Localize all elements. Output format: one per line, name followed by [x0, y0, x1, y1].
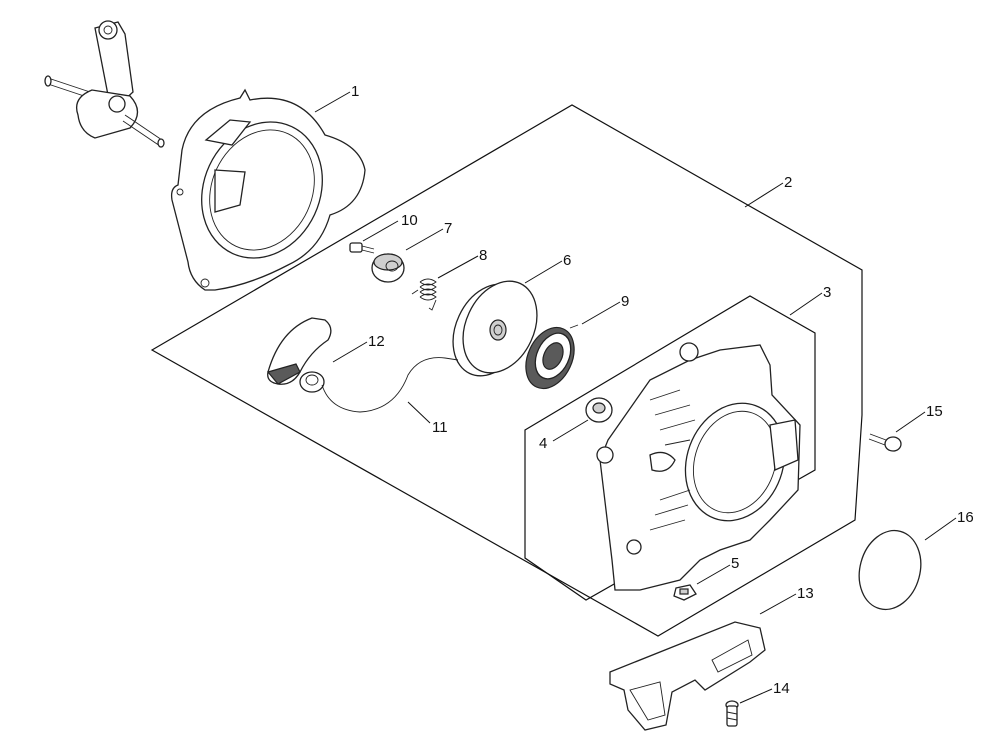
callout-16: 16	[957, 509, 974, 526]
callout-1: 1	[351, 83, 359, 100]
assembly-3-outline	[524, 295, 816, 601]
starter-cover-3-part	[596, 342, 801, 591]
pulley-6-part	[452, 280, 538, 377]
bushing-4-part	[585, 397, 613, 423]
spring-8-part	[411, 278, 437, 311]
leader-lines	[314, 91, 957, 704]
callout-15: 15	[926, 403, 943, 420]
callout-11: 11	[432, 419, 448, 436]
callout-12: 12	[368, 333, 385, 350]
callout-9: 9	[621, 293, 629, 310]
ratchet-7-part	[371, 253, 405, 283]
callout-7: 7	[444, 220, 452, 237]
screw-14-part	[725, 700, 739, 727]
seal-16-part	[858, 529, 922, 611]
callout-14: 14	[773, 680, 790, 697]
callout-8: 8	[479, 247, 487, 264]
callout-4: 4	[539, 435, 547, 452]
guard-plate-13-part	[609, 621, 766, 731]
screw-10-part	[349, 242, 375, 254]
callout-10: 10	[401, 212, 418, 229]
recoil-spring-9-part	[525, 324, 579, 390]
callout-6: 6	[563, 252, 571, 269]
callout-2: 2	[784, 174, 792, 191]
starter-rope-11-part	[321, 357, 459, 413]
crankshaft-part	[44, 20, 165, 148]
callout-3: 3	[823, 284, 831, 301]
assembly-2-outline	[150, 104, 863, 637]
bolt-15-part	[868, 433, 902, 452]
nut-5-part	[673, 584, 697, 601]
fan-housing-part	[170, 88, 366, 291]
callout-13: 13	[797, 585, 814, 602]
callout-labels: 1 2 3 4 5 6 7 8 9 10 11 12 13 14 15 16	[351, 83, 974, 697]
callout-5: 5	[731, 555, 739, 572]
starter-handle-12-part	[266, 317, 332, 393]
